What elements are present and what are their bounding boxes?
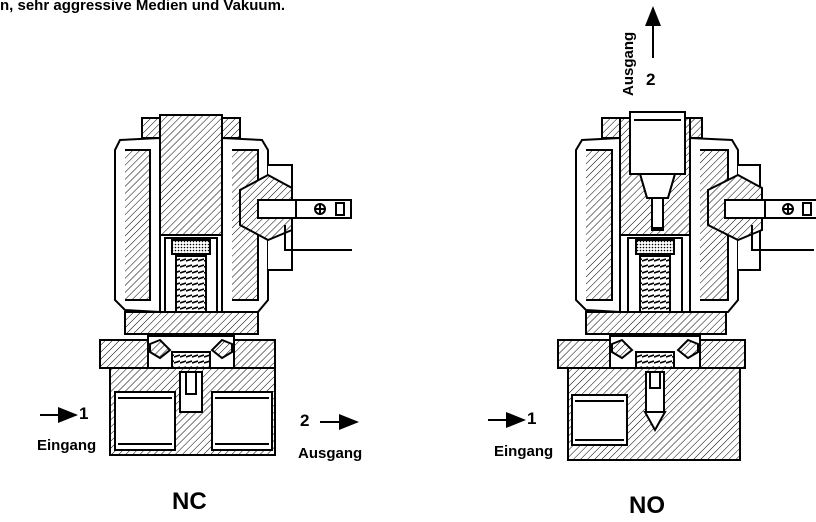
nc-type-label: NC xyxy=(172,488,207,515)
no-inlet-port xyxy=(571,394,628,446)
nc-inlet-label: Eingang xyxy=(37,437,97,454)
nc-outlet-label: Ausgang xyxy=(298,445,363,462)
nc-lower-plate xyxy=(124,311,259,335)
nc-outlet-number: 2 xyxy=(300,411,310,430)
no-outlet-label: Ausgang xyxy=(620,31,637,96)
nc-outlet-port xyxy=(211,391,273,451)
no-type-label: NO xyxy=(629,492,665,519)
no-outlet-number: 2 xyxy=(646,70,656,89)
nc-inlet-port xyxy=(114,391,176,451)
nc-inlet-number: 1 xyxy=(79,404,89,423)
no-lower-plate xyxy=(585,311,727,335)
no-valve xyxy=(557,111,816,461)
no-core xyxy=(619,117,691,236)
flow-arrows xyxy=(40,6,661,430)
header-text: n, sehr aggressive Medien und Vakuum. xyxy=(0,0,286,14)
no-inlet-number: 1 xyxy=(527,409,537,428)
nc-valve xyxy=(99,114,352,456)
nc-core xyxy=(159,114,223,236)
no-inlet-label: Eingang xyxy=(494,443,554,460)
